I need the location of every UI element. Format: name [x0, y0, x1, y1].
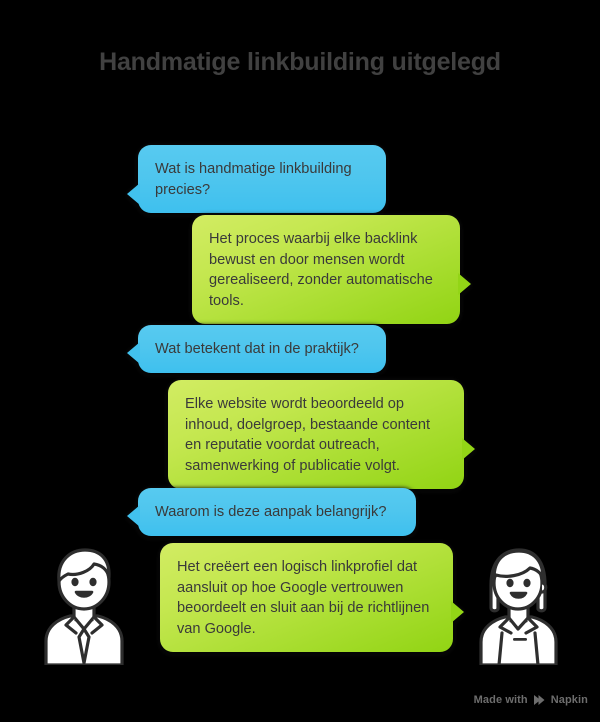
- chat-bubble-text: Wat betekent dat in de praktijk?: [155, 341, 359, 357]
- man-avatar: [38, 545, 130, 670]
- chat-bubble-text: Het creëert een logisch linkprofiel dat …: [177, 559, 430, 637]
- chat-bubble-question-3: Waarom is deze aanpak belangrijk?: [127, 488, 416, 536]
- man-avatar-illustration: [44, 548, 124, 667]
- woman-avatar: [472, 545, 564, 670]
- chat-bubble-text: Elke website wordt beoordeeld op inhoud,…: [185, 396, 431, 474]
- bubble-tail-right: [462, 438, 475, 460]
- watermark: Made with Napkin: [474, 694, 588, 706]
- chat-bubble-text: Het proces waarbij elke backlink bewust …: [209, 231, 433, 309]
- bubble-tail-right: [451, 601, 464, 623]
- bubble-tail-right: [458, 273, 471, 295]
- chat-bubble-question-1: Wat is handmatige linkbuilding precies?: [127, 145, 386, 213]
- chat-bubble-answer-2: Elke website wordt beoordeeld op inhoud,…: [168, 380, 475, 489]
- bubble-tail-left: [127, 183, 140, 205]
- chat-bubble-text: Wat is handmatige linkbuilding precies?: [155, 161, 352, 198]
- bubble-tail-left: [127, 342, 140, 364]
- watermark-brand: Napkin: [550, 694, 588, 706]
- chat-bubble-question-2: Wat betekent dat in de praktijk?: [127, 325, 386, 373]
- watermark-prefix: Made with: [473, 694, 528, 706]
- chat-bubble-text: Waarom is deze aanpak belangrijk?: [155, 504, 387, 520]
- page-title: Handmatige linkbuilding uitgelegd: [99, 48, 501, 76]
- bubble-tail-left: [127, 505, 140, 527]
- chat-bubble-answer-3: Het creëert een logisch linkprofiel dat …: [160, 543, 464, 652]
- chat-bubble-answer-1: Het proces waarbij elke backlink bewust …: [192, 215, 471, 324]
- woman-avatar-illustration: [479, 548, 558, 667]
- napkin-logo-icon: [533, 695, 545, 705]
